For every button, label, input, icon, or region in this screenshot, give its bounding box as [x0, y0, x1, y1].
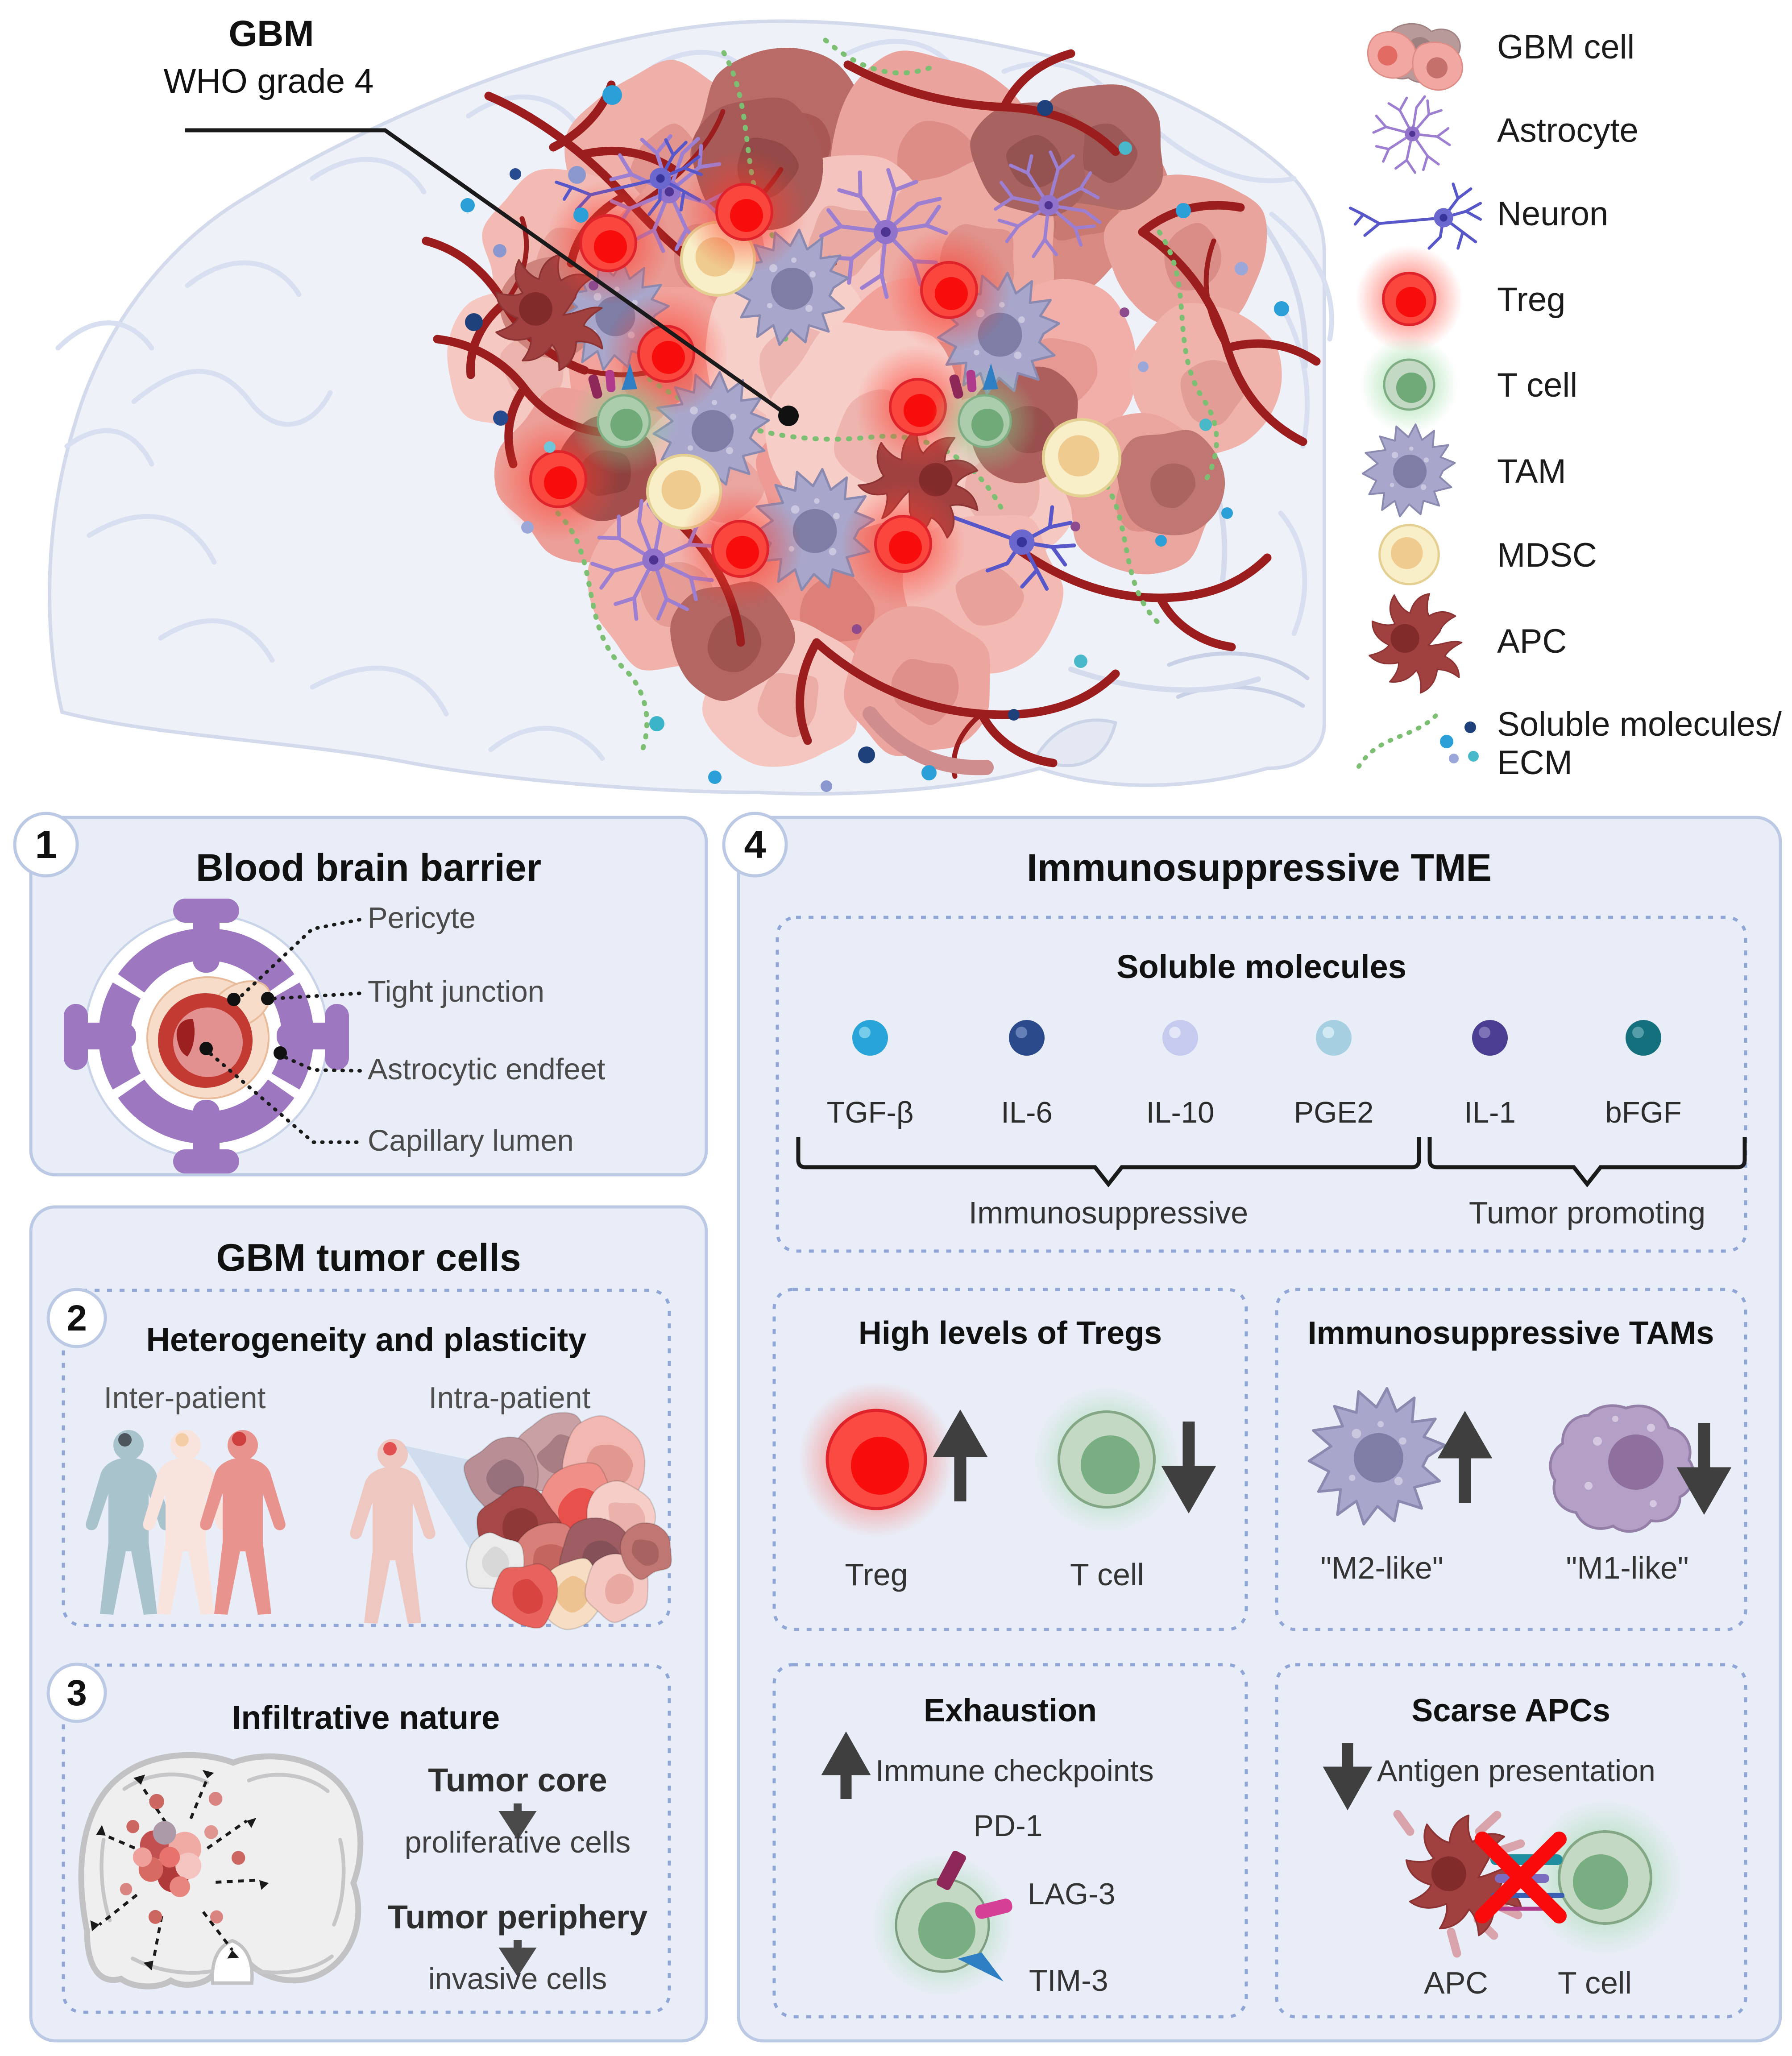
svg-text:Blood brain barrier: Blood brain barrier	[196, 846, 541, 889]
svg-text:APC: APC	[1424, 1965, 1488, 2000]
svg-text:IL-10: IL-10	[1146, 1096, 1215, 1129]
svg-text:IL-1: IL-1	[1464, 1096, 1515, 1129]
svg-text:GBM: GBM	[228, 13, 314, 54]
svg-text:GBM tumor cells: GBM tumor cells	[216, 1236, 521, 1279]
svg-text:"M2-like": "M2-like"	[1320, 1550, 1443, 1585]
svg-text:Immune checkpoints: Immune checkpoints	[875, 1754, 1154, 1788]
svg-text:Soluble molecules: Soluble molecules	[1116, 948, 1406, 985]
svg-text:Soluble molecules/: Soluble molecules/	[1497, 705, 1782, 743]
svg-text:Treg: Treg	[845, 1557, 908, 1592]
svg-text:Scarse APCs: Scarse APCs	[1411, 1693, 1610, 1729]
svg-text:TGF-β: TGF-β	[827, 1096, 914, 1129]
svg-text:PD-1: PD-1	[974, 1809, 1043, 1843]
svg-text:MDSC: MDSC	[1497, 536, 1597, 574]
svg-text:LAG-3: LAG-3	[1028, 1877, 1116, 1911]
svg-text:Tumor periphery: Tumor periphery	[388, 1898, 648, 1936]
svg-text:TAM: TAM	[1497, 452, 1566, 490]
svg-text:Exhaustion: Exhaustion	[924, 1693, 1097, 1729]
svg-text:Treg: Treg	[1497, 281, 1565, 319]
svg-text:Astrocytic endfeet: Astrocytic endfeet	[368, 1053, 606, 1086]
svg-text:Immunosuppressive: Immunosuppressive	[969, 1195, 1248, 1230]
svg-text:Immunosuppressive TME: Immunosuppressive TME	[1027, 846, 1492, 889]
svg-text:T cell: T cell	[1070, 1557, 1144, 1592]
svg-text:Tight junction: Tight junction	[368, 975, 544, 1008]
svg-text:Tumor promoting: Tumor promoting	[1469, 1195, 1705, 1230]
svg-text:2: 2	[66, 1298, 87, 1339]
svg-text:T cell: T cell	[1558, 1965, 1632, 2000]
svg-text:IL-6: IL-6	[1001, 1096, 1052, 1129]
svg-text:4: 4	[744, 822, 766, 866]
svg-text:Pericyte: Pericyte	[368, 901, 476, 935]
svg-text:TIM-3: TIM-3	[1029, 1964, 1108, 1998]
svg-text:invasive cells: invasive cells	[428, 1962, 607, 1996]
svg-text:WHO grade 4: WHO grade 4	[164, 62, 374, 100]
svg-text:Capillary lumen: Capillary lumen	[368, 1124, 574, 1157]
svg-text:1: 1	[35, 822, 57, 866]
svg-text:Neuron: Neuron	[1497, 195, 1608, 233]
svg-text:bFGF: bFGF	[1605, 1096, 1681, 1129]
svg-text:Infiltrative nature: Infiltrative nature	[232, 1699, 500, 1736]
svg-text:Intra-patient: Intra-patient	[429, 1381, 591, 1415]
svg-text:"M1-like": "M1-like"	[1566, 1550, 1688, 1585]
svg-text:Heterogeneity and plasticity: Heterogeneity and plasticity	[146, 1321, 587, 1358]
svg-text:PGE2: PGE2	[1294, 1096, 1374, 1129]
svg-text:ECM: ECM	[1497, 744, 1572, 782]
svg-text:Tumor core: Tumor core	[428, 1762, 607, 1799]
svg-text:Immunosuppressive TAMs: Immunosuppressive TAMs	[1308, 1315, 1714, 1351]
svg-text:proliferative cells: proliferative cells	[405, 1825, 631, 1859]
svg-text:Astrocyte: Astrocyte	[1497, 112, 1639, 149]
svg-text:APC: APC	[1497, 622, 1567, 660]
svg-text:Inter-patient: Inter-patient	[104, 1381, 266, 1415]
svg-text:GBM cell: GBM cell	[1497, 28, 1634, 66]
svg-text:3: 3	[66, 1673, 87, 1713]
svg-text:High levels of Tregs: High levels of Tregs	[859, 1315, 1162, 1351]
svg-text:T cell: T cell	[1497, 366, 1577, 404]
svg-text:Antigen presentation: Antigen presentation	[1377, 1754, 1655, 1788]
